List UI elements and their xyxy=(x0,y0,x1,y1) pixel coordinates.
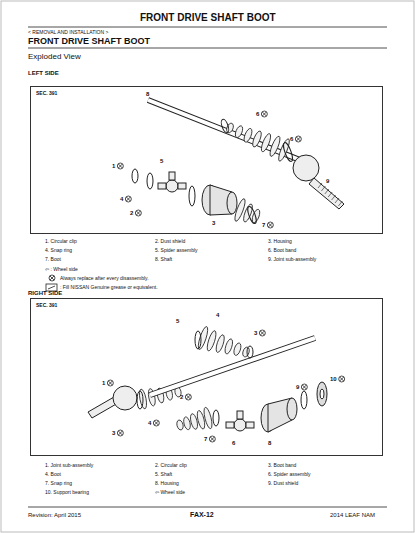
legend-item: 1. Joint sub-assembly xyxy=(45,463,93,468)
callout-number: 7 xyxy=(262,222,265,228)
callout-number: 8 xyxy=(268,440,271,446)
callout-number: 6 xyxy=(256,111,259,117)
section-code: SEC. 391 xyxy=(36,91,57,96)
grease-icon xyxy=(46,284,57,291)
callout-number: 3 xyxy=(112,430,115,436)
boot xyxy=(138,122,291,430)
footer-text: 2014 LEAF NAM xyxy=(330,512,375,518)
legend-item: 6. Spider assembly xyxy=(268,472,311,477)
legend-item: 5. Spider assembly xyxy=(155,248,198,253)
page-title: FRONT DRIVE SHAFT BOOT xyxy=(140,13,276,23)
figure-frame: SEC. 391 xyxy=(30,86,383,234)
callout-number: 9 xyxy=(296,384,299,390)
housing xyxy=(202,185,237,215)
callout-number: 6 xyxy=(232,440,235,446)
shaft xyxy=(148,100,300,160)
note: : Fill NISSAN Genuine grease or equivale… xyxy=(60,285,158,290)
rule xyxy=(28,507,387,508)
boot-band xyxy=(220,118,294,224)
legend-item: 8. Housing xyxy=(155,481,179,486)
legend-item: ⇦ Wheel side xyxy=(155,490,185,495)
callout-number: 7 xyxy=(204,436,207,442)
section-heading: FRONT DRIVE SHAFT BOOT xyxy=(28,37,150,46)
side-heading: RIGHT SIDE xyxy=(28,290,62,296)
snap-ring xyxy=(213,391,307,426)
housing xyxy=(261,398,297,432)
grease-icon xyxy=(48,286,55,289)
callout-number: 5 xyxy=(176,318,179,324)
callout-number: 4 xyxy=(120,196,123,202)
legend-item: 8. Shaft xyxy=(155,257,172,262)
legend-item: 1. Circular clip xyxy=(45,239,77,244)
legend-item: 3. Boot band xyxy=(268,463,296,468)
section-code: SEC. 391 xyxy=(36,303,57,308)
callout-number: 1 xyxy=(112,163,115,169)
rule xyxy=(28,27,387,28)
callout-number: 1 xyxy=(102,380,105,386)
legend-item: 2. Dust shield xyxy=(155,239,185,244)
thread xyxy=(90,183,342,417)
callout-number: 9 xyxy=(326,178,329,184)
support-bearing xyxy=(317,382,327,406)
shaft xyxy=(150,338,315,395)
legend-item: 4. Boot xyxy=(45,472,61,477)
joint-sub-assembly xyxy=(293,155,344,209)
legend-item: 10. Support bearing xyxy=(45,490,89,495)
legend-item: 3. Housing xyxy=(268,239,292,244)
callout-number: 5 xyxy=(160,158,163,164)
breadcrumb: < REMOVAL AND INSTALLATION > xyxy=(28,30,108,35)
callout-number: 2 xyxy=(130,210,133,216)
legend-item: 7. Boot xyxy=(45,257,61,262)
side-heading: LEFT SIDE xyxy=(28,70,59,76)
spider-assembly xyxy=(226,411,254,431)
rule xyxy=(28,48,387,49)
note: Always replace after every disassembly. xyxy=(60,276,149,281)
callout-number: 2 xyxy=(180,394,183,400)
legend-item: 9. Dust shield xyxy=(268,481,298,486)
callout-number: 3 xyxy=(254,330,257,336)
callout-number: 8 xyxy=(146,91,149,97)
callout-number: 6 xyxy=(290,136,293,142)
legend-item: ⇦ : Wheel side xyxy=(45,267,78,272)
footer-text: Revision: April 2015 xyxy=(28,512,81,518)
legend-item: 9. Joint sub-assembly xyxy=(268,257,316,262)
legend-item: 7. Snap ring xyxy=(45,481,72,486)
boot-band xyxy=(137,331,253,409)
callout-number: 4 xyxy=(216,312,219,318)
replace-mark xyxy=(49,111,345,442)
dust-shield xyxy=(189,186,195,206)
legend-item: 6. Boot band xyxy=(268,248,296,253)
legend-item: 5. Shaft xyxy=(155,472,172,477)
joint-sub-assembly xyxy=(88,386,137,418)
legend-item: 2. Circular clip xyxy=(155,463,187,468)
legend-item: 4. Snap ring xyxy=(45,248,72,253)
callout-number: 3 xyxy=(212,220,215,226)
spider-assembly xyxy=(158,172,186,192)
circular-clip xyxy=(132,169,153,189)
callout-number: 4 xyxy=(148,420,151,426)
callout-number: 10 xyxy=(330,376,337,382)
subheading: Exploded View xyxy=(28,53,81,61)
page-number: FAX-12 xyxy=(190,511,214,518)
